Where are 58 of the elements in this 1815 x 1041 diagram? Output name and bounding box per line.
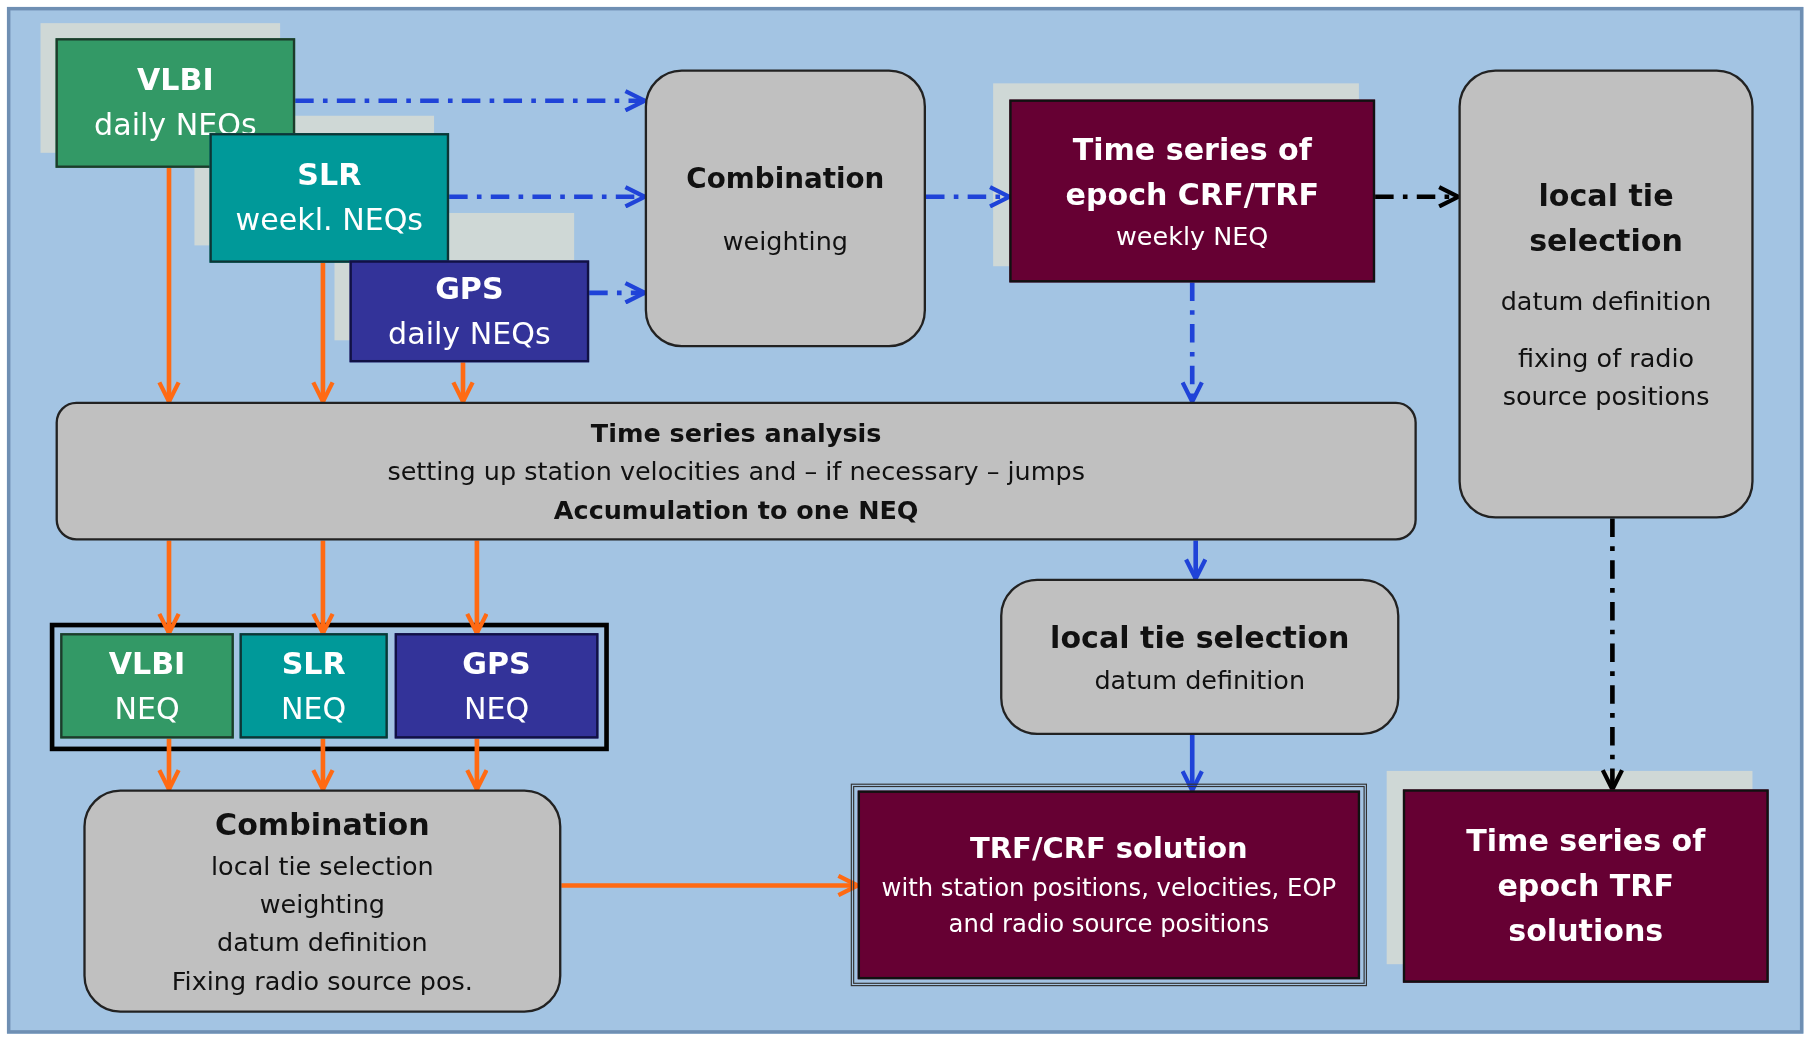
process-box <box>644 69 926 348</box>
box-text: weekl. NEQs <box>235 201 424 240</box>
box-title: GPS <box>435 269 504 308</box>
process-box <box>239 633 388 739</box>
box-title: Time series of epoch CRF/TRF <box>1064 130 1320 214</box>
box-title: Time series analysis <box>590 417 882 450</box>
box-title: TRF/CRF solution <box>970 830 1248 867</box>
box-title: Combination <box>215 805 430 844</box>
box-title: GPS <box>462 644 531 683</box>
process-box <box>349 260 590 363</box>
box-title: local tie selection <box>1528 176 1684 260</box>
box-title: SLR <box>281 644 346 683</box>
box-title: VLBI <box>108 644 186 683</box>
arrow <box>1180 735 1204 793</box>
box-title: Combination <box>686 160 885 196</box>
arrow <box>157 540 181 636</box>
box-text: fixing of radio source positions <box>1501 342 1711 413</box>
process-box <box>1402 789 1769 983</box>
process-box <box>83 789 562 1013</box>
arrow <box>157 738 181 792</box>
box-text: local tie selection <box>211 850 434 883</box>
process-box <box>1009 99 1376 283</box>
process-box <box>1458 69 1754 519</box>
box-text: NEQ <box>281 689 347 728</box>
arrow <box>465 540 489 636</box>
box-title: local tie selection <box>1050 618 1350 657</box>
arrow <box>157 167 181 404</box>
box-text: NEQ <box>114 689 180 728</box>
arrow <box>295 88 647 113</box>
process-box <box>55 38 296 168</box>
process-box <box>60 633 234 739</box>
box-text: weekly NEQ <box>1115 220 1270 253</box>
box-text: datum definition <box>217 927 428 960</box>
arrow <box>311 262 335 404</box>
arrow <box>465 738 489 792</box>
box-text: Fixing radio source pos. <box>171 965 473 998</box>
box-text: NEQ <box>463 689 530 728</box>
box-text: setting up station velocities and – if necessary – jumps <box>387 455 1085 488</box>
box-text: daily NEQs <box>388 315 551 353</box>
box-text: with station positions, velocities, EOP and radio source positions <box>880 872 1338 940</box>
arrow <box>1183 540 1208 581</box>
arrow <box>451 362 475 404</box>
box-title: Time series of epoch TRF solutions <box>1465 822 1707 950</box>
box-text: weighting <box>259 889 385 922</box>
arrow <box>311 540 335 636</box>
box-text: datum definition <box>1499 285 1713 318</box>
process-box <box>394 633 599 739</box>
process-box <box>209 133 450 263</box>
box-text: datum definition <box>1094 664 1306 696</box>
arrow <box>311 738 335 792</box>
box-title: VLBI <box>137 61 214 100</box>
box-title: SLR <box>297 156 362 195</box>
arrow <box>1180 282 1204 404</box>
process-box <box>55 401 1417 541</box>
process-box <box>1000 578 1400 735</box>
box-text: weighting <box>722 225 848 258</box>
box-text: Accumulation to one NEQ <box>553 493 919 526</box>
arrow <box>1600 518 1625 792</box>
